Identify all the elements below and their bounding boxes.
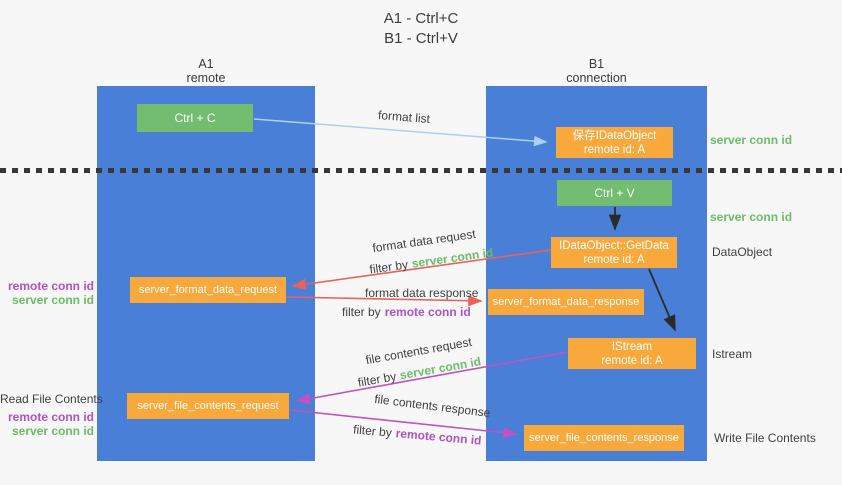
node-file-response-label: server_file_contents_response [529, 432, 679, 444]
node-getdata-line2: remote id: A [583, 253, 645, 266]
node-format-response-label: server_format_data_response [492, 296, 640, 308]
lane-a1-title: A1 [198, 57, 214, 71]
node-save-idataobject: 保存IDataObject remote id: A [556, 127, 673, 158]
node-file-request-label: server_file_contents_request [137, 400, 279, 412]
node-ctrl-v: Ctrl + V [557, 180, 672, 206]
node-ctrl-c: Ctrl + C [137, 104, 253, 132]
node-save-idataobject-line2: remote id: A [583, 143, 646, 156]
session-divider-dotted-line [0, 168, 842, 173]
lane-a1-subtitle: remote [186, 71, 226, 85]
node-ctrl-c-label: Ctrl + C [174, 111, 216, 125]
lane-header-b1: B1 connection [486, 57, 707, 85]
node-getdata-line1: IDataObject::GetData [559, 239, 669, 252]
server-conn-id-annotation-left-bottom: server conn id [11, 424, 94, 438]
lane-b1-title: B1 [588, 57, 605, 71]
write-file-contents-annotation: Write File Contents [714, 431, 816, 445]
server-conn-id-annotation-left-top: server conn id [11, 293, 94, 307]
node-server-file-contents-request: server_file_contents_request [127, 393, 289, 419]
lane-b1-subtitle: connection [566, 71, 627, 85]
node-save-idataobject-line1: 保存IDataObject [572, 129, 657, 142]
node-istream-line1: IStream [611, 340, 653, 353]
lane-header-a1: A1 remote [97, 57, 315, 85]
node-server-file-contents-response: server_file_contents_response [524, 425, 684, 451]
node-istream-line2: remote id: A [601, 354, 663, 367]
node-istream: IStream remote id: A [568, 338, 696, 369]
server-conn-id-annotation-top: server conn id [710, 133, 793, 147]
filter-by-text: filter by [342, 305, 381, 319]
server-conn-id-annotation-mid: server conn id [710, 210, 793, 224]
filter-by-text: filter by [356, 369, 398, 390]
remote-conn-id-annotation-left-top: remote conn id [7, 279, 94, 293]
node-server-format-data-response: server_format_data_response [488, 289, 644, 315]
remote-conn-id-text: remote conn id [395, 426, 483, 448]
diagram-title-line2: B1 - Ctrl+V [384, 30, 458, 47]
format-list-label: format list [377, 107, 431, 127]
file-contents-response-label: file contents response [373, 391, 492, 421]
node-idataobject-getdata: IDataObject::GetData remote id: A [551, 237, 677, 268]
remote-conn-id-annotation-left-bottom: remote conn id [7, 410, 94, 424]
node-server-format-data-request: server_format_data_request [130, 277, 286, 303]
istream-annotation: Istream [712, 347, 753, 361]
node-ctrl-v-label: Ctrl + V [594, 186, 635, 200]
format-data-response-label: format data response [365, 286, 479, 300]
diagram-title-line1: A1 - Ctrl+C [383, 10, 459, 27]
remote-conn-id-text: remote conn id [384, 305, 471, 319]
filter-by-text: filter by [352, 422, 393, 440]
server-conn-id-text: server conn id [410, 245, 495, 271]
read-file-contents-annotation: Read File Contents [0, 392, 103, 406]
node-format-request-label: server_format_data_request [138, 284, 278, 296]
dataobject-annotation: DataObject [712, 245, 773, 259]
filter-by-text: filter by [368, 257, 409, 277]
